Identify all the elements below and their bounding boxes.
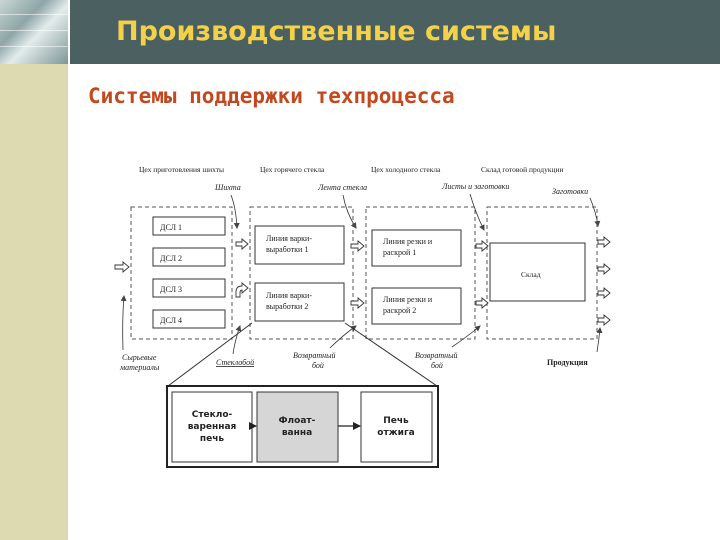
pointer-return-1 xyxy=(329,325,357,349)
pointer-cullet xyxy=(232,325,242,355)
flow-arrow xyxy=(597,263,611,275)
label-warehouse-shop: Склад готовой продукции xyxy=(481,165,564,174)
label-return-cullet-2: бой xyxy=(431,361,443,370)
logo xyxy=(0,0,68,64)
slide-title: Производственные системы xyxy=(116,16,557,47)
melt-line-box xyxy=(254,225,345,265)
pointer-blanks xyxy=(589,197,601,227)
flow-arrows xyxy=(114,236,611,326)
flow-arrow xyxy=(475,240,489,252)
label-blanks: Заготовки xyxy=(552,187,588,196)
pointer-batch xyxy=(230,194,240,229)
furnace-label: варенная xyxy=(188,422,237,432)
label-cullet: Стеклобой xyxy=(216,358,254,367)
furnace-box xyxy=(171,391,253,463)
label-return-cullet-1: Возвратный xyxy=(293,351,336,360)
warehouse-label: Склад xyxy=(521,270,541,279)
flow-arrow xyxy=(350,297,365,309)
cut-line-label: раскрой 1 xyxy=(383,248,416,257)
frame-hot-shop xyxy=(249,206,354,340)
cut-line-box xyxy=(371,229,462,267)
label-raw-materials: Сырьевые xyxy=(122,353,157,362)
lehr-label: Печь xyxy=(383,416,409,426)
frame-warehouse xyxy=(486,206,598,340)
melt-line-box xyxy=(254,282,345,322)
label-product: Продукция xyxy=(547,358,588,367)
cut-line-label: Линия резки и xyxy=(383,295,433,304)
float-bath-label: ванна xyxy=(282,428,312,438)
label-sheets: Листы и заготовки xyxy=(441,182,509,191)
logo-stripe xyxy=(0,46,68,47)
lehr-box xyxy=(360,391,433,463)
melt-line-label: выработки 2 xyxy=(266,302,308,311)
flow-arrow xyxy=(235,238,249,250)
logo-divider xyxy=(68,0,70,64)
label-return-cullet-1: бой xyxy=(312,361,324,370)
pointer-ribbon xyxy=(342,194,357,229)
flow-arrow xyxy=(235,282,249,298)
melt-line-label: выработки 1 xyxy=(266,245,308,254)
frame-cold-shop xyxy=(365,206,476,340)
zoom-line-right xyxy=(344,322,438,387)
cut-line-label: Линия резки и xyxy=(383,237,433,246)
flow-arrow xyxy=(597,314,611,326)
cut-line-box xyxy=(371,287,462,325)
melt-line-label: Линия варки- xyxy=(266,234,312,243)
flow-arrow xyxy=(597,236,611,248)
label-hot-shop: Цех горячего стекла xyxy=(260,165,325,174)
float-bath-label: Флоат- xyxy=(279,416,316,426)
pointer-product xyxy=(596,327,603,353)
flow-arrow xyxy=(475,297,489,309)
label-batch-shop: Цех приготовления шихты xyxy=(139,165,224,174)
label-raw-materials: материалы xyxy=(119,363,160,372)
label-return-cullet-2: Возвратный xyxy=(415,351,458,360)
label-glass-ribbon: Лента стекла xyxy=(317,183,367,192)
dsl-label: ДСЛ 4 xyxy=(160,316,182,325)
pointer-sheets xyxy=(469,193,485,231)
cut-line-label: раскрой 2 xyxy=(383,306,416,315)
melt-line-label: Линия варки- xyxy=(266,291,312,300)
furnace-label: печь xyxy=(200,434,225,444)
frame-batch-shop xyxy=(130,206,233,340)
dsl-box xyxy=(152,216,226,236)
title-bar xyxy=(0,0,720,64)
flow-arrow xyxy=(597,287,611,299)
flow-arrow xyxy=(114,261,130,273)
warehouse-box xyxy=(489,242,586,302)
flow-arrow xyxy=(350,240,365,252)
left-sidebar xyxy=(0,64,68,540)
dsl-box xyxy=(152,309,226,329)
logo-stripe xyxy=(0,14,68,15)
dsl-label: ДСЛ 3 xyxy=(160,285,182,294)
furnace-label: Стекло- xyxy=(192,410,233,420)
label-cold-shop: Цех холодного стекла xyxy=(371,165,441,174)
pointer-return-2 xyxy=(451,325,481,348)
dsl-label: ДСЛ 1 xyxy=(160,223,182,232)
dsl-box xyxy=(152,278,226,298)
dsl-label: ДСЛ 2 xyxy=(160,254,182,263)
dsl-box xyxy=(152,247,226,267)
logo-stripe xyxy=(0,30,68,31)
zoom-line-left xyxy=(167,322,253,387)
label-batch: Шихта xyxy=(214,183,241,192)
pointer-raw-materials xyxy=(120,295,127,351)
float-bath-box xyxy=(256,391,339,463)
lehr-label: отжига xyxy=(377,428,414,438)
slide-subtitle: Системы поддержки техпроцесса xyxy=(88,84,455,108)
